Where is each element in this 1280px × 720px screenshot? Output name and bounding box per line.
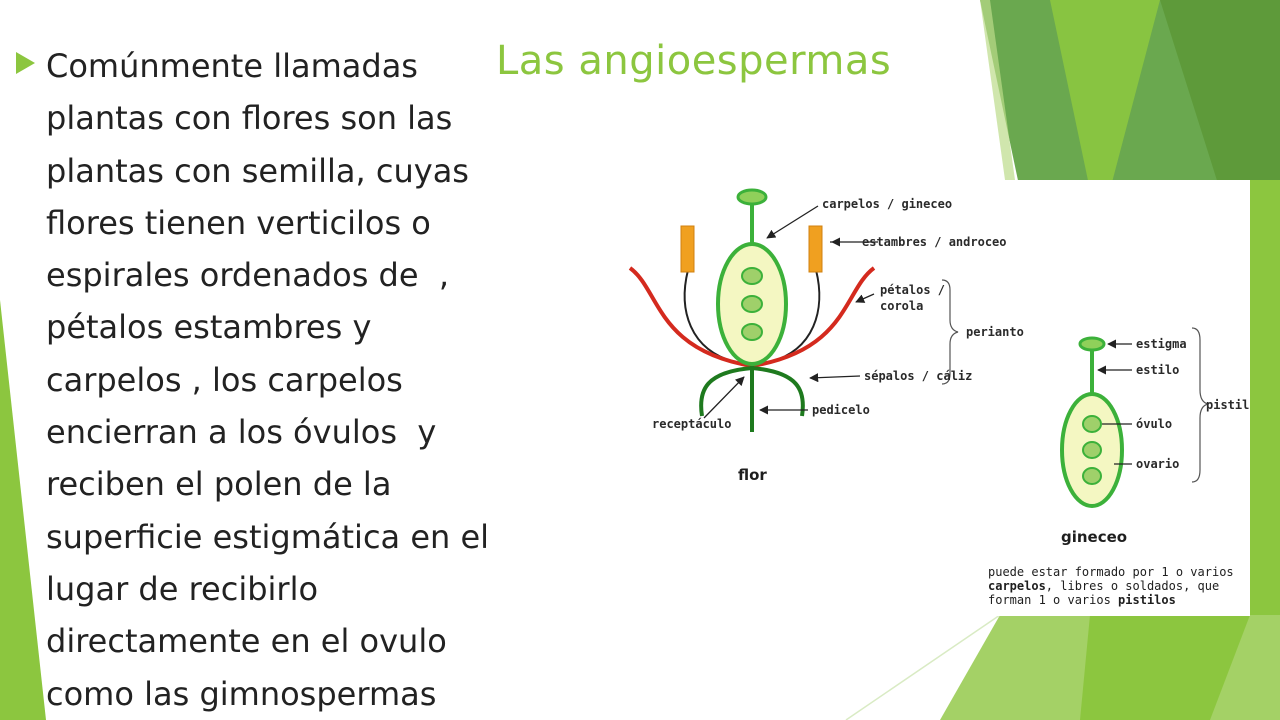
label-arrow	[766, 205, 819, 239]
bullet-line: lugar de recibirlo	[46, 569, 319, 608]
caption-line-1: puede estar formado por 1 o varios	[988, 565, 1234, 579]
caption-carpelos: carpelos	[988, 579, 1046, 593]
bullet-text: Comúnmente llamadas plantas con flores s…	[46, 40, 606, 720]
bullet-line: directamente en el ovulo	[46, 622, 447, 661]
bullet-line: flores tienen verticilos o	[46, 203, 431, 242]
deco-facet	[1250, 180, 1280, 720]
pistilo-bracket	[1191, 327, 1209, 483]
pistil-ovule	[1082, 467, 1102, 485]
deco-facet	[1050, 0, 1160, 190]
ovule	[741, 267, 763, 285]
ovule	[741, 323, 763, 341]
ovule	[741, 295, 763, 313]
caption-line-3: forman 1 o varios pistilos	[988, 593, 1176, 607]
label-estigma: estigma	[1136, 337, 1187, 351]
label-estilo: estilo	[1136, 363, 1179, 377]
label-pistilo: pistilo	[1206, 398, 1250, 412]
bullet-line: pétalos estambres y	[46, 308, 372, 347]
caption-line-3-start: forman 1 o varios	[988, 593, 1118, 607]
bullet-line: encierran a los óvulos y	[46, 413, 437, 452]
flower-diagram-figure: carpelos / gineceo estambres / androceo …	[620, 180, 1250, 616]
deco-line	[980, 0, 1015, 180]
anther	[808, 225, 823, 273]
label-estambres: estambres / androceo	[862, 235, 1007, 249]
anther	[680, 225, 695, 273]
bullet-line: superficie estigmática en el	[46, 517, 490, 556]
bullet-line: reciben el polen de la	[46, 465, 392, 504]
label-carpelos: carpelos / gineceo	[822, 197, 952, 211]
label-flor: flor	[738, 466, 767, 484]
label-corola: corola	[880, 299, 923, 313]
bullet-line: carpelos , los carpelos	[46, 360, 403, 399]
pistil-ovule	[1082, 415, 1102, 433]
perianto-bracket	[941, 279, 959, 385]
label-arrow	[855, 293, 875, 303]
deco-left-wedge	[0, 300, 46, 720]
caption-line-2: carpelos, libres o soldados, que	[988, 579, 1219, 593]
flower-diagram: carpelos / gineceo estambres / androceo …	[628, 188, 1250, 607]
label-petalos: pétalos /	[880, 283, 945, 297]
bullet-line: como las gimnospermas	[46, 674, 437, 713]
label-gineceo: gineceo	[1061, 528, 1127, 546]
bullet-line: Comúnmente llamadas	[46, 47, 418, 85]
label-pedicelo: pedicelo	[812, 403, 870, 417]
stigma	[736, 188, 768, 206]
deco-line	[845, 614, 1001, 720]
deco-facet	[1160, 0, 1280, 190]
label-receptaculo: receptáculo	[652, 417, 731, 431]
label-arrow	[703, 376, 745, 419]
caption-line-2-rest: , libres o soldados, que	[1046, 579, 1219, 593]
label-perianto: perianto	[966, 325, 1024, 339]
label-sepalos: sépalos / cáliz	[864, 369, 972, 383]
pistil-stigma	[1078, 336, 1106, 352]
bullet-arrow-icon	[16, 52, 35, 74]
label-arrow	[809, 373, 861, 383]
bullet-line: espirales ordenados de ,	[46, 256, 450, 295]
pistil-ovule	[1082, 441, 1102, 459]
bullet-line: plantas con semilla, cuyas	[46, 151, 469, 190]
label-ovario: ovario	[1136, 457, 1179, 471]
slide-title: Las angioespermas	[496, 38, 892, 84]
label-ovulo: óvulo	[1136, 417, 1172, 431]
bullet-line: plantas con flores son las	[46, 99, 453, 138]
deco-facet	[1080, 615, 1250, 720]
caption-pistilos: pistilos	[1118, 593, 1176, 607]
